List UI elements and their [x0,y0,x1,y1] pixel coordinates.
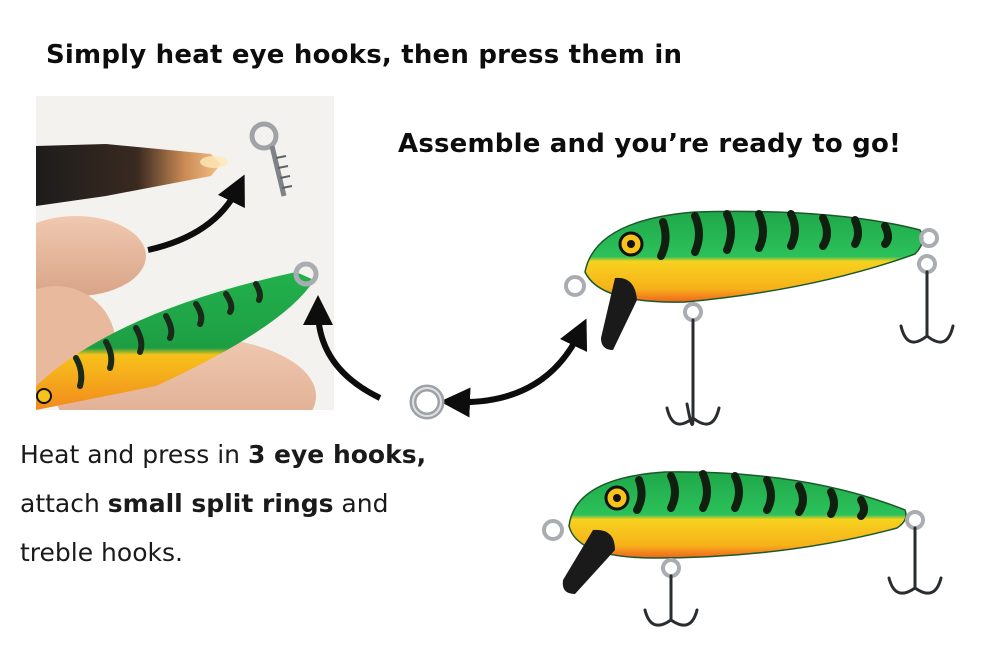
heating-photo-drawing [36,121,319,410]
eye-hook-screw [249,121,293,197]
lure-lip [601,277,637,350]
eye-hook-in-lure [293,261,319,287]
caption-comma: , [416,440,427,469]
headline-heat-eye-hooks: Simply heat eye hooks, then press them i… [46,40,683,70]
lure-lip [562,529,615,594]
treble-hook-tail [899,254,955,344]
arrow-to-eye-hook [147,174,245,253]
caption-emphasis-eye-hooks: 3 eye hooks [247,440,417,469]
line-tie-ring [564,275,586,297]
headline-assemble: Assemble and you’re ready to go! [398,129,902,159]
assembled-lure-top [564,210,955,426]
caption-text: attach [20,489,108,518]
caption-line-2: attach small split rings and [20,479,490,528]
caption-emphasis-split-rings: small split rings [107,489,334,518]
instructions-caption: Heat and press in 3 eye hooks, attach sm… [20,430,490,577]
arrow-ring-to-assembled [440,318,588,418]
lure-body [584,210,924,303]
caption-line-1: Heat and press in 3 eye hooks, [20,430,490,479]
finger-top [36,216,146,296]
tail-ring [919,228,939,248]
soldering-iron [36,144,221,206]
lure-partial [36,272,314,410]
arrow-ring-to-lure [303,295,382,401]
treble-hook-tail [887,510,943,595]
caption-line-3: treble hooks. [20,538,183,567]
heating-photo [36,96,334,410]
line-tie-ring [542,519,564,541]
assembled-lure-bottom [542,470,943,627]
caption-text: and [333,489,389,518]
caption-text: Heat and press in [20,440,248,469]
treble-hook-belly [643,558,699,627]
treble-hook-belly [665,302,721,426]
split-ring [409,384,445,420]
